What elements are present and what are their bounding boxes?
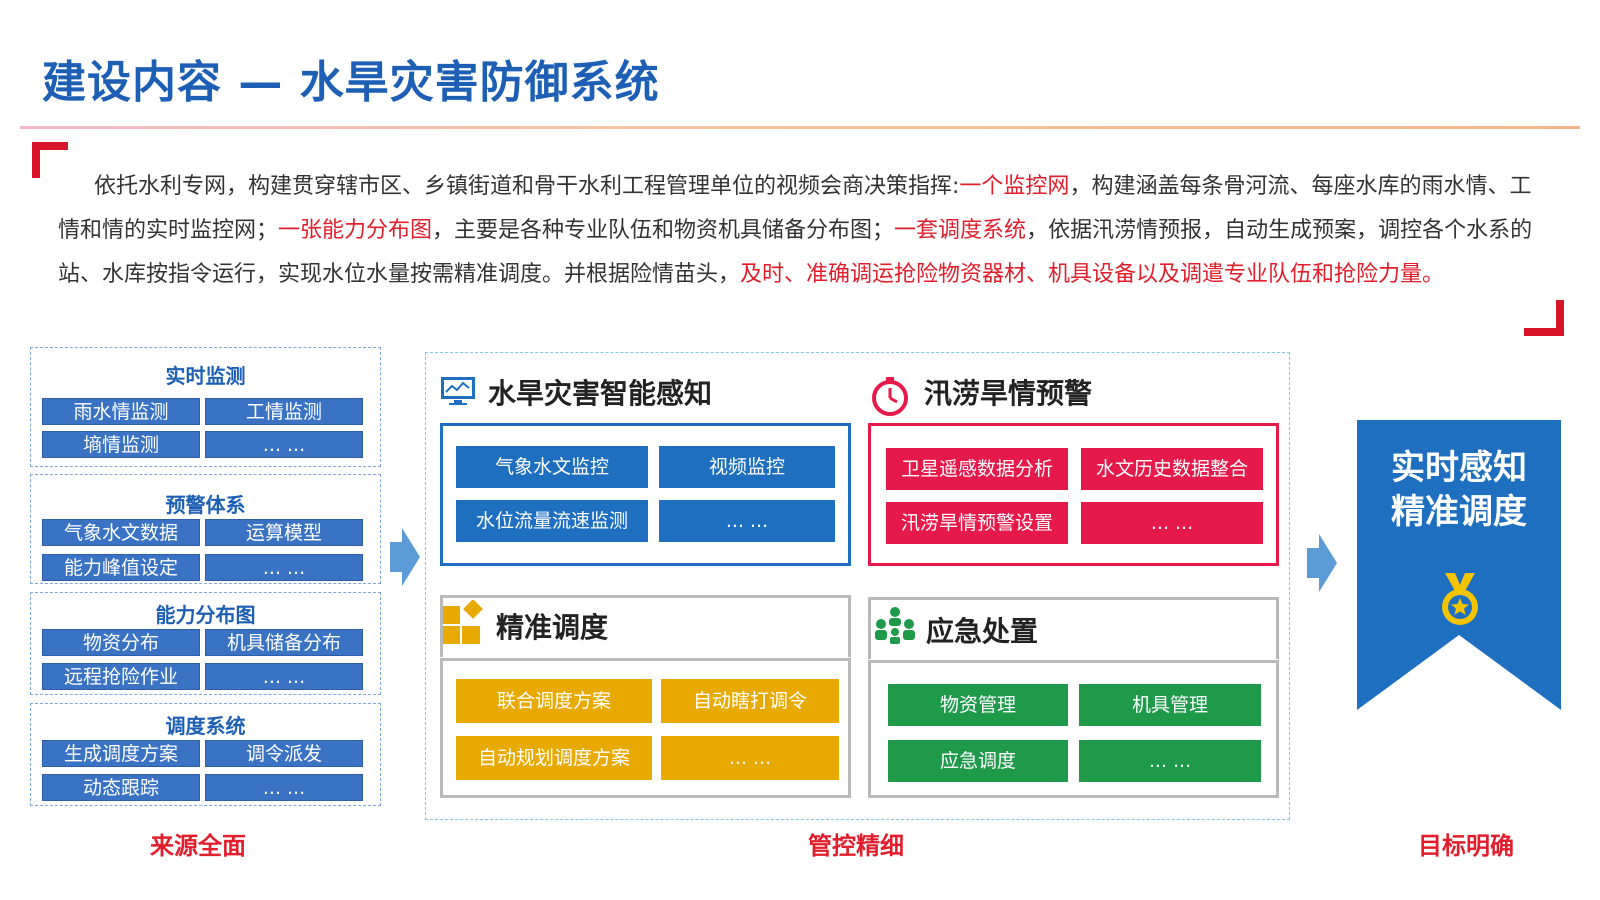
item-machine-mgmt[interactable]: 机具管理 — [1079, 684, 1261, 726]
intro-text-3: ，主要是各种专业队伍和物资机具储备分布图； — [432, 218, 895, 243]
section-title: 调度系统 — [165, 714, 246, 738]
goal-ribbon — [1357, 420, 1561, 710]
item-warning-setting[interactable]: 汛涝旱情预警设置 — [886, 502, 1068, 544]
label-goal: 目标明确 — [1418, 832, 1514, 860]
item-more[interactable]: ... ... — [205, 431, 363, 458]
section-title: 实时监测 — [165, 364, 246, 388]
item-tracking[interactable]: 动态跟踪 — [42, 774, 200, 801]
intro-text-4: ，依据汛涝情预报，自动生成预案，调控各个水系的站、水库按指令运行，实现水位水量按… — [58, 218, 1533, 287]
corner-decoration-top-left — [32, 142, 68, 178]
item-satellite-analysis[interactable]: 卫星遥感数据分析 — [886, 448, 1068, 490]
perception-frame — [440, 423, 851, 566]
emergency-title: 应急处置 — [926, 615, 1039, 648]
item-more[interactable]: ... ... — [205, 663, 363, 690]
arrow-right-icon — [390, 528, 420, 586]
item-hydro-monitor[interactable]: 气象水文监控 — [456, 446, 648, 488]
item-machinery[interactable]: 机具储备分布 — [205, 629, 363, 656]
item-peak-setting[interactable]: 能力峰值设定 — [42, 554, 200, 581]
intro-paragraph: 依托水利专网，构建贯穿辖市区、乡镇街道和骨干水利工程管理单位的视频会商决策指挥:… — [58, 165, 1538, 297]
item-more[interactable]: ... ... — [205, 554, 363, 581]
intro-highlight-4: 及时、准确调运抢险物资器材、机具设备以及调遣专业队伍和抢险力量。 — [740, 262, 1445, 287]
emergency-frame — [868, 660, 1279, 798]
item-materials[interactable]: 物资分布 — [42, 629, 200, 656]
item-joint-plan[interactable]: 联合调度方案 — [456, 679, 652, 723]
item-order-dispatch[interactable]: 调令派发 — [205, 740, 363, 767]
item-auto-order[interactable]: 自动瞎打调令 — [661, 679, 839, 723]
item-emergency-dispatch[interactable]: 应急调度 — [888, 740, 1068, 782]
item-video-monitor[interactable]: 视频监控 — [659, 446, 835, 488]
dispatch-frame — [440, 658, 851, 798]
goal-line-1: 实时感知 — [1391, 448, 1527, 488]
arrow-right-icon — [1307, 534, 1337, 592]
emergency-header-frame — [868, 597, 1279, 659]
dispatch-header-frame — [440, 595, 851, 657]
corner-decoration-bottom-right — [1524, 300, 1564, 336]
item-history-data[interactable]: 水文历史数据整合 — [1081, 448, 1263, 490]
item-soil-monitor[interactable]: 墒情监测 — [42, 431, 200, 458]
center-frame — [425, 352, 1290, 820]
warning-title: 汛涝旱情预警 — [924, 377, 1093, 410]
item-more[interactable]: ... ... — [205, 774, 363, 801]
label-source: 来源全面 — [150, 832, 246, 860]
item-remote-rescue[interactable]: 远程抢险作业 — [42, 663, 200, 690]
intro-highlight-1: 一个监控网 — [959, 174, 1070, 199]
label-control: 管控精细 — [808, 832, 904, 860]
intro-highlight-3: 一套调度系统 — [894, 218, 1027, 243]
item-auto-plan[interactable]: 自动规划调度方案 — [456, 736, 652, 780]
monitor-chart-icon — [441, 377, 475, 405]
warning-frame — [868, 423, 1279, 566]
left-section-dispatch: 调度系统 生成调度方案 调令派发 动态跟踪 ... ... — [30, 703, 381, 806]
item-work-monitor[interactable]: 工情监测 — [205, 398, 363, 425]
item-generate-plan[interactable]: 生成调度方案 — [42, 740, 200, 767]
item-rain-monitor[interactable]: 雨水情监测 — [42, 398, 200, 425]
left-section-realtime: 实时监测 雨水情监测 工情监测 墒情监测 ... ... — [30, 347, 381, 467]
section-title: 能力分布图 — [155, 603, 256, 627]
title-divider — [20, 126, 1580, 129]
item-weather-data[interactable]: 气象水文数据 — [42, 519, 200, 546]
left-section-capacity: 能力分布图 物资分布 机具储备分布 远程抢险作业 ... ... — [30, 592, 381, 695]
item-model[interactable]: 运算模型 — [205, 519, 363, 546]
blocks-icon — [442, 600, 483, 644]
item-material-mgmt[interactable]: 物资管理 — [888, 684, 1068, 726]
intro-highlight-2: 一张能力分布图 — [278, 218, 433, 243]
page-title: 建设内容 — 水旱灾害防御系统 — [42, 57, 660, 108]
goal-line-2: 精准调度 — [1391, 492, 1527, 532]
clock-icon — [872, 377, 908, 416]
perception-title: 水旱灾害智能感知 — [488, 377, 713, 410]
intro-text-2: ，构建涵盖每条骨河流、每座水库的雨水情、工情和情的实时监控网； — [58, 174, 1532, 243]
medal-icon — [1442, 573, 1478, 625]
intro-text-1: 依托水利专网，构建贯穿辖市区、乡镇街道和骨干水利工程管理单位的视频会商决策指挥: — [94, 174, 960, 199]
dispatch-title: 精准调度 — [496, 611, 609, 644]
item-more[interactable]: ... ... — [1079, 740, 1261, 782]
item-flow-monitor[interactable]: 水位流量流速监测 — [456, 500, 648, 542]
item-more[interactable]: ... ... — [661, 736, 839, 780]
item-more[interactable]: ... ... — [659, 500, 835, 542]
item-more[interactable]: ... ... — [1081, 502, 1263, 544]
section-title: 预警体系 — [165, 493, 246, 517]
team-icon — [875, 607, 915, 644]
left-section-warning: 预警体系 气象水文数据 运算模型 能力峰值设定 ... ... — [30, 474, 381, 584]
